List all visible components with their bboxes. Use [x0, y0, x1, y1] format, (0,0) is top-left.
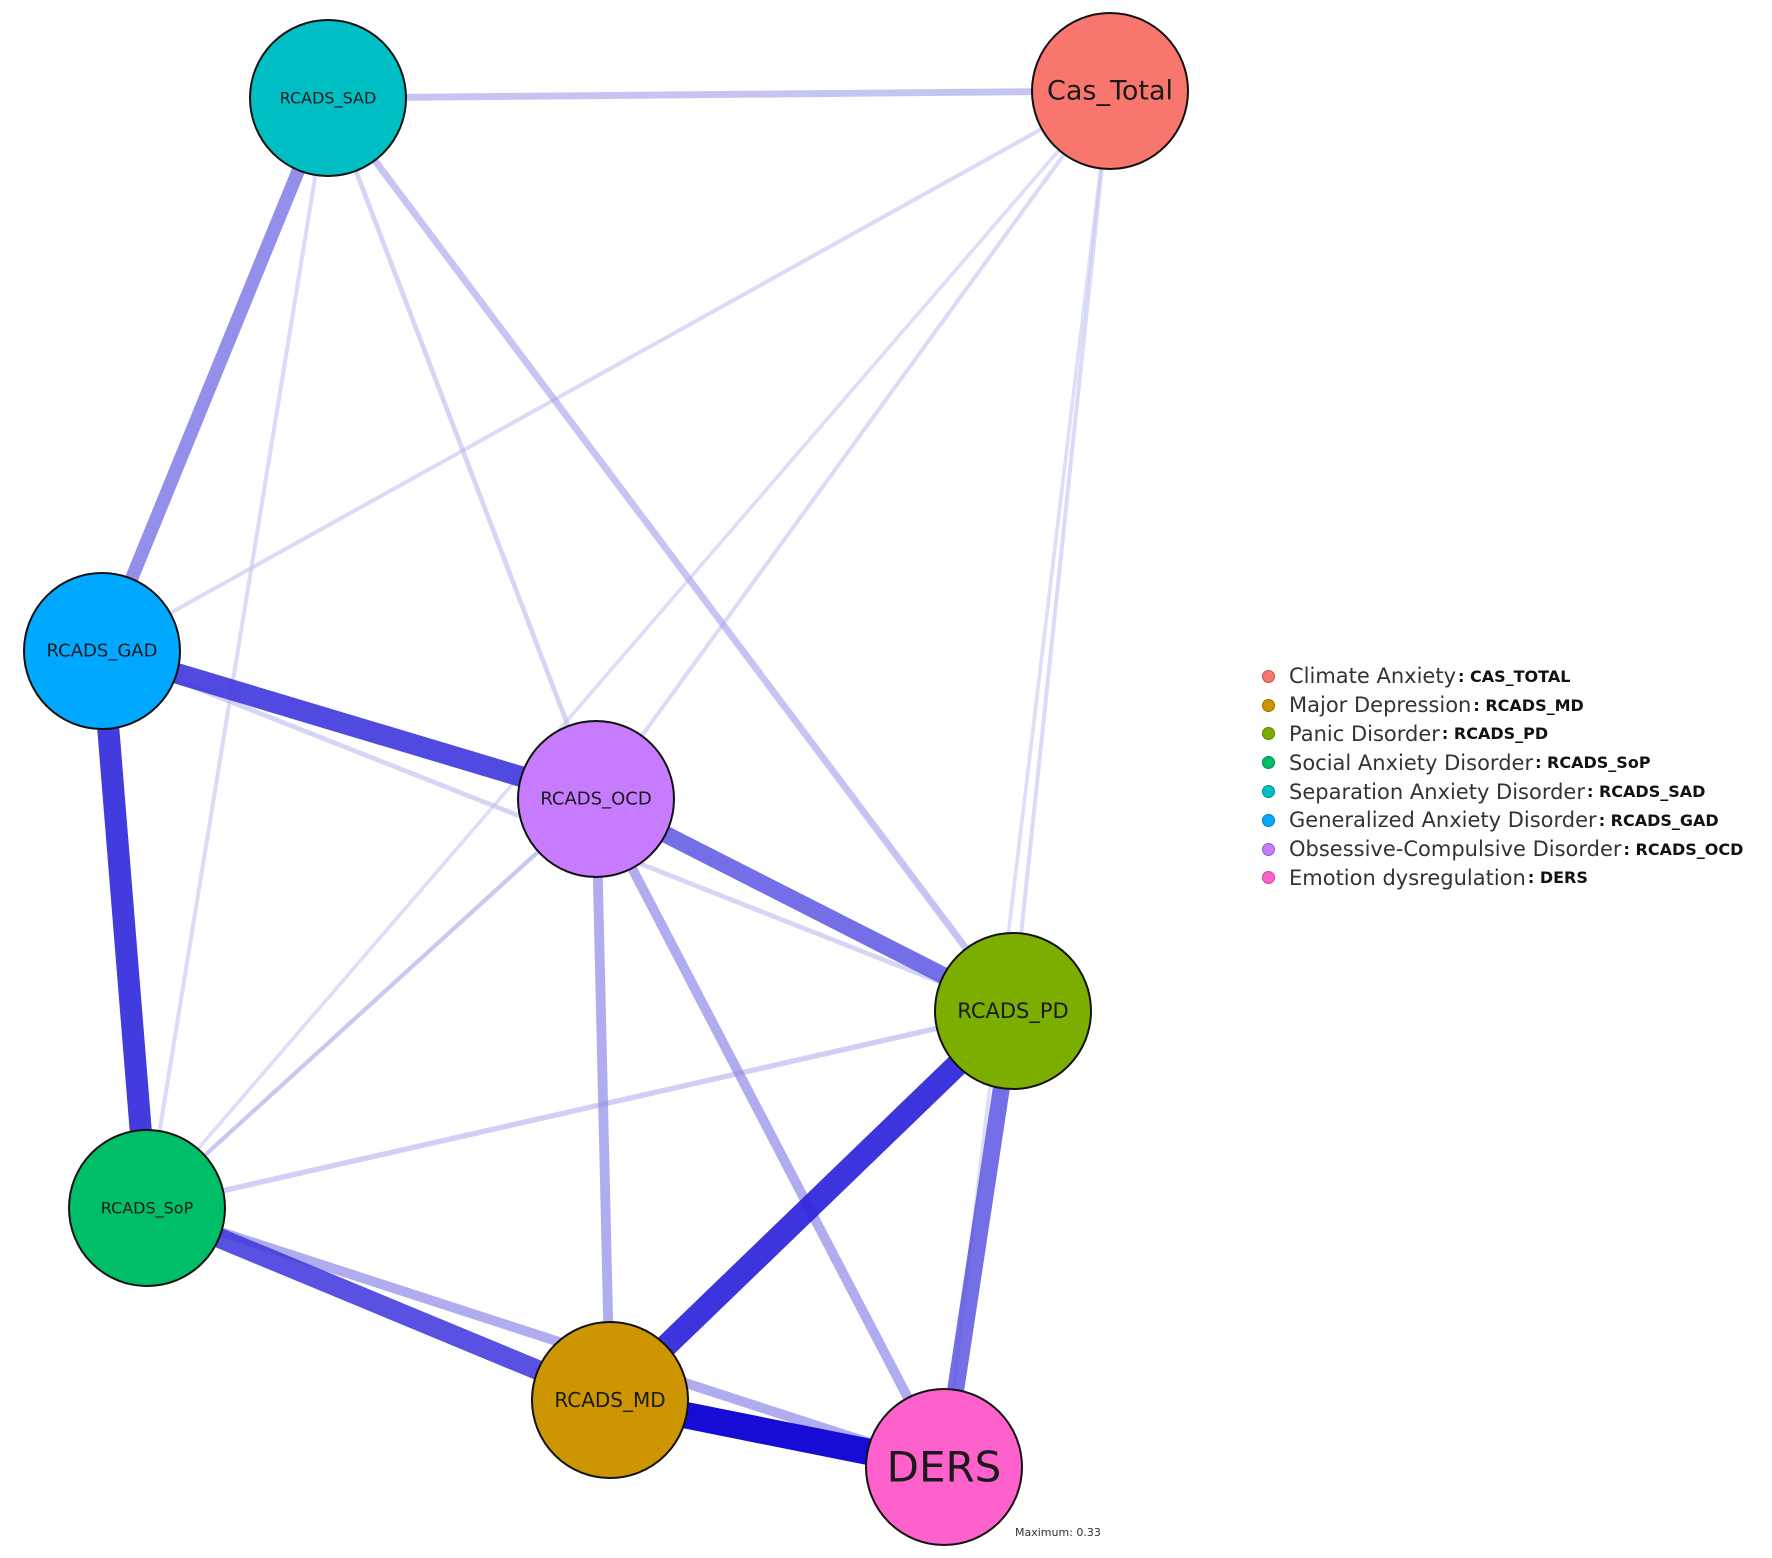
legend-code: : RCADS_PD [1441, 724, 1549, 744]
node-label: RCADS_GAD [47, 641, 158, 662]
legend-swatch [1262, 785, 1275, 799]
legend-swatch [1262, 871, 1275, 885]
edge-rcads_sad-cas_total [327, 87, 1111, 102]
node-label: Cas_Total [1047, 76, 1173, 107]
legend-item-rcads-gad: Generalized Anxiety Disorder : RCADS_GAD [1262, 806, 1743, 835]
maximum-note: Maximum: 0.33 [1015, 1526, 1101, 1539]
legend-item-rcads-sad: Separation Anxiety Disorder : RCADS_SAD [1262, 777, 1743, 806]
node-circle [68, 1129, 226, 1287]
node-label: RCADS_OCD [540, 789, 651, 810]
legend-label: Major Depression [1289, 693, 1472, 718]
node-circle [517, 720, 675, 878]
node-label: RCADS_MD [554, 1388, 665, 1412]
edge-rcads_ocd-rcads_md [591, 798, 615, 1401]
node-cas-total: Cas_Total [1031, 12, 1189, 170]
node-ders: DERS [865, 1388, 1023, 1546]
legend: Climate Anxiety : CAS_TOTAL Major Depres… [1262, 662, 1743, 892]
node-rcads-pd: RCADS_PD [934, 932, 1092, 1090]
legend-label: Separation Anxiety Disorder [1289, 779, 1585, 804]
legend-item-rcads-md: Major Depression : RCADS_MD [1262, 691, 1743, 720]
edge-cas_total-rcads_ocd [594, 89, 1112, 801]
legend-code: : RCADS_SoP [1535, 753, 1651, 773]
edge-rcads_gad-rcads_sop [90, 650, 159, 1209]
node-label: RCADS_PD [957, 999, 1068, 1024]
legend-label: Emotion dysregulation [1289, 865, 1526, 890]
node-circle [531, 1321, 689, 1479]
node-circle [934, 932, 1092, 1090]
edge-rcads_sad-rcads_pd [325, 95, 1016, 1014]
legend-label: Social Anxiety Disorder [1289, 750, 1534, 775]
edge-rcads_gad-rcads_ocd [99, 641, 599, 809]
edge-rcads_ocd-rcads_sop [145, 797, 598, 1210]
legend-swatch [1262, 813, 1275, 827]
legend-item-rcads-sop: Social Anxiety Disorder : RCADS_SoP [1262, 748, 1743, 777]
edge-rcads_sad-rcads_gad [95, 95, 335, 654]
node-circle [1031, 12, 1189, 170]
node-rcads-gad: RCADS_GAD [23, 572, 181, 730]
legend-label: Climate Anxiety [1289, 664, 1457, 689]
legend-code: : RCADS_MD [1473, 695, 1584, 715]
legend-code: : RCADS_OCD [1623, 839, 1744, 859]
legend-code: : DERS [1527, 868, 1588, 888]
legend-swatch [1262, 756, 1275, 770]
legend-code: : RCADS_SAD [1587, 782, 1706, 802]
edges-layer [90, 87, 1112, 1480]
legend-label: Generalized Anxiety Disorder [1289, 808, 1597, 833]
edge-cas_total-rcads_gad [101, 89, 1111, 653]
node-label: DERS [887, 1443, 1002, 1492]
edge-rcads_ocd-ders [591, 796, 949, 1470]
node-label: RCADS_SoP [101, 1199, 194, 1219]
edge-rcads_sad-rcads_ocd [325, 97, 599, 800]
legend-item-rcads-pd: Panic Disorder : RCADS_PD [1262, 720, 1743, 749]
node-rcads-sop: RCADS_SoP [68, 1129, 226, 1287]
legend-swatch [1262, 698, 1275, 712]
node-circle [865, 1388, 1023, 1546]
legend-code: : RCADS_GAD [1598, 810, 1719, 830]
node-rcads-sad: RCADS_SAD [249, 19, 407, 177]
legend-item-cas-total: Climate Anxiety : CAS_TOTAL [1262, 662, 1743, 691]
edge-rcads_sop-ders [145, 1203, 946, 1472]
node-circle [249, 19, 407, 177]
legend-item-rcads-ocd: Obsessive-Compulsive Disorder : RCADS_OC… [1262, 835, 1743, 864]
node-label: RCADS_SAD [280, 89, 377, 109]
edge-cas_total-rcads_pd [1011, 90, 1112, 1012]
edge-cas_total-rcads_sop [145, 89, 1112, 1210]
edge-rcads_sad-rcads_sop [145, 97, 330, 1209]
legend-label: Panic Disorder [1289, 721, 1440, 746]
legend-swatch [1262, 727, 1275, 741]
edge-rcads_pd-rcads_md [602, 1002, 1021, 1409]
edge-rcads_sop-rcads_md [143, 1198, 614, 1410]
legend-label: Obsessive-Compulsive Disorder [1289, 837, 1622, 862]
edge-rcads_pd-rcads_sop [146, 1008, 1014, 1211]
legend-swatch [1262, 669, 1275, 683]
node-circle [23, 572, 181, 730]
legend-code: : CAS_TOTAL [1458, 666, 1571, 686]
node-rcads-ocd: RCADS_OCD [517, 720, 675, 878]
legend-swatch [1262, 842, 1275, 856]
node-rcads-md: RCADS_MD [531, 1321, 689, 1479]
legend-item-ders: Emotion dysregulation : DERS [1262, 864, 1743, 893]
